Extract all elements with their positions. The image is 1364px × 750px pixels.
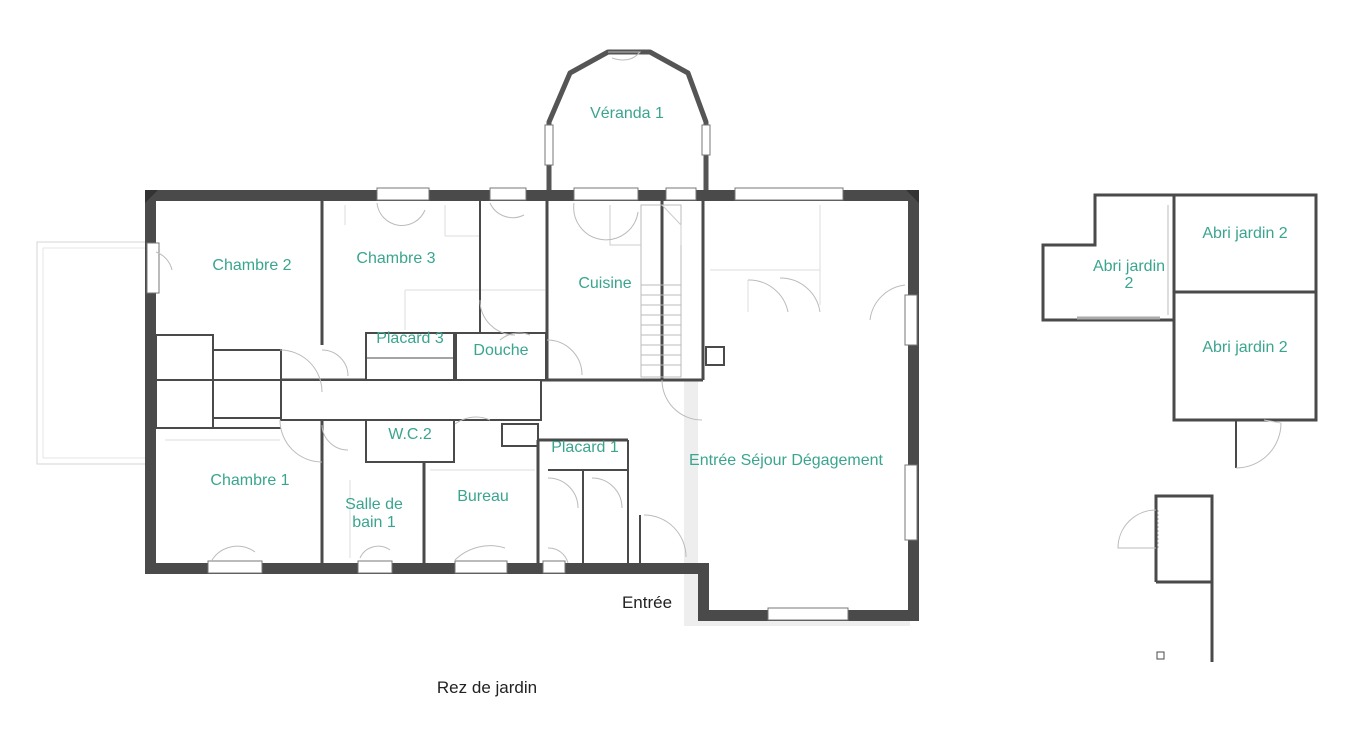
room-label-veranda: Véranda 1 — [590, 105, 664, 122]
room-label-chambre-3: Chambre 3 — [356, 250, 435, 267]
room-label-abri-jardin-a-line2: 2 — [1125, 275, 1134, 292]
room-label-entree-sejour: Entrée Séjour Dégagement — [689, 452, 883, 469]
veranda-structure — [544, 49, 711, 190]
room-label-wc-2: W.C.2 — [388, 426, 432, 443]
room-label-placard-1: Placard 1 — [551, 439, 619, 456]
room-label-cuisine: Cuisine — [578, 275, 631, 292]
garden-sheds — [1041, 193, 1318, 662]
room-label-placard-3: Placard 3 — [376, 330, 444, 347]
entrance-label: Entrée — [622, 593, 672, 612]
room-label-abri-jardin-c: Abri jardin 2 — [1202, 339, 1287, 356]
level-label: Rez de jardin — [437, 678, 537, 697]
terrace-outline — [36, 241, 148, 465]
room-label-salle-de-bain-line1: Salle de — [345, 496, 403, 513]
interior-walls — [155, 201, 725, 563]
room-label-chambre-1: Chambre 1 — [210, 472, 289, 489]
room-label-abri-jardin-a-line1: Abri jardin — [1093, 258, 1165, 275]
staircase — [609, 204, 682, 378]
room-label-salle-de-bain-line2: bain 1 — [352, 514, 396, 531]
door-swings — [155, 202, 906, 564]
room-label-douche: Douche — [473, 342, 528, 359]
room-label-chambre-2: Chambre 2 — [212, 257, 291, 274]
windows — [146, 187, 918, 621]
furniture-outlines — [165, 205, 821, 558]
room-label-bureau: Bureau — [457, 488, 509, 505]
room-label-abri-jardin-b: Abri jardin 2 — [1202, 225, 1287, 242]
